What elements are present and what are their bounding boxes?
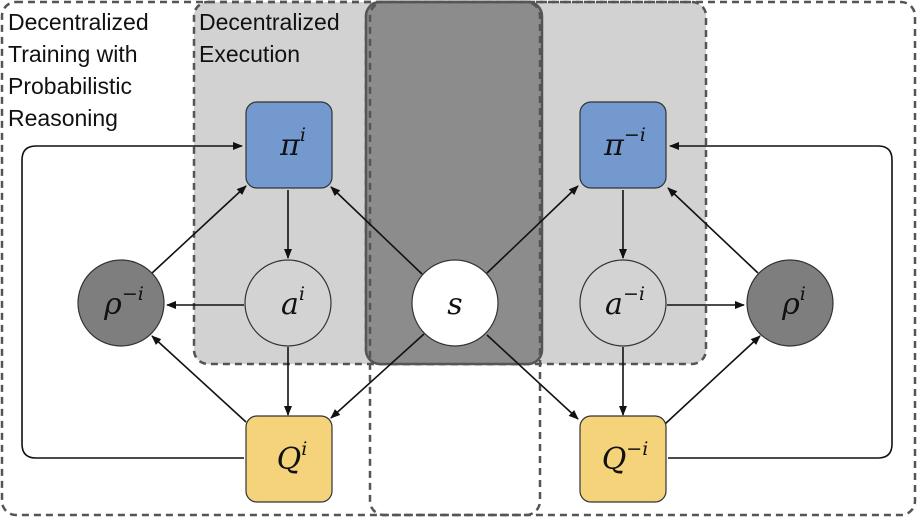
edge-rho-i-to-pi-minus-i xyxy=(667,187,759,274)
edge-s-to-q-minus-i xyxy=(486,334,579,420)
svg-text:a−i: a−i xyxy=(605,283,645,322)
edge-loop-q-minus-i-to-pi-minus-i xyxy=(668,142,893,459)
action-i-node: ai xyxy=(244,259,332,347)
edge-s-to-pi-i xyxy=(330,186,423,275)
edge-q-minus-i-to-rho-i xyxy=(664,335,761,425)
svg-text:ρ−i: ρ−i xyxy=(103,283,144,322)
policy-i-node: πi xyxy=(245,101,333,189)
svg-text:Q−i: Q−i xyxy=(602,438,649,477)
svg-text:π−i: π−i xyxy=(603,124,646,163)
execution-region-label: Decentralized Execution xyxy=(199,9,340,67)
edge-loop-q-i-to-pi-i xyxy=(21,142,244,459)
q-value-i-node: Qi xyxy=(245,415,333,503)
rho-i-node: ρi xyxy=(746,259,834,347)
policy-minus-i-node: π−i xyxy=(579,101,667,189)
rho-minus-i-node: ρ−i xyxy=(77,259,165,347)
svg-text:ai: ai xyxy=(281,283,305,322)
svg-text:πi: πi xyxy=(279,124,306,163)
training-region-right xyxy=(368,0,917,517)
edge-s-to-q-i xyxy=(330,333,425,419)
action-minus-i-node: a−i xyxy=(579,259,667,347)
edge-q-i-to-rho-minus-i xyxy=(151,335,247,423)
edge-s-to-pi-minus-i xyxy=(486,185,579,274)
state-node: s xyxy=(411,259,499,347)
svg-text:Qi: Qi xyxy=(277,438,308,477)
svg-text:s: s xyxy=(447,287,462,322)
edge-rho-minus-i-to-pi-i xyxy=(150,185,247,275)
q-value-minus-i-node: Q−i xyxy=(579,415,667,503)
training-region-left xyxy=(0,0,542,517)
training-region-label: Decentralized Training with Probabilisti… xyxy=(8,9,149,131)
svg-text:ρi: ρi xyxy=(781,283,806,322)
